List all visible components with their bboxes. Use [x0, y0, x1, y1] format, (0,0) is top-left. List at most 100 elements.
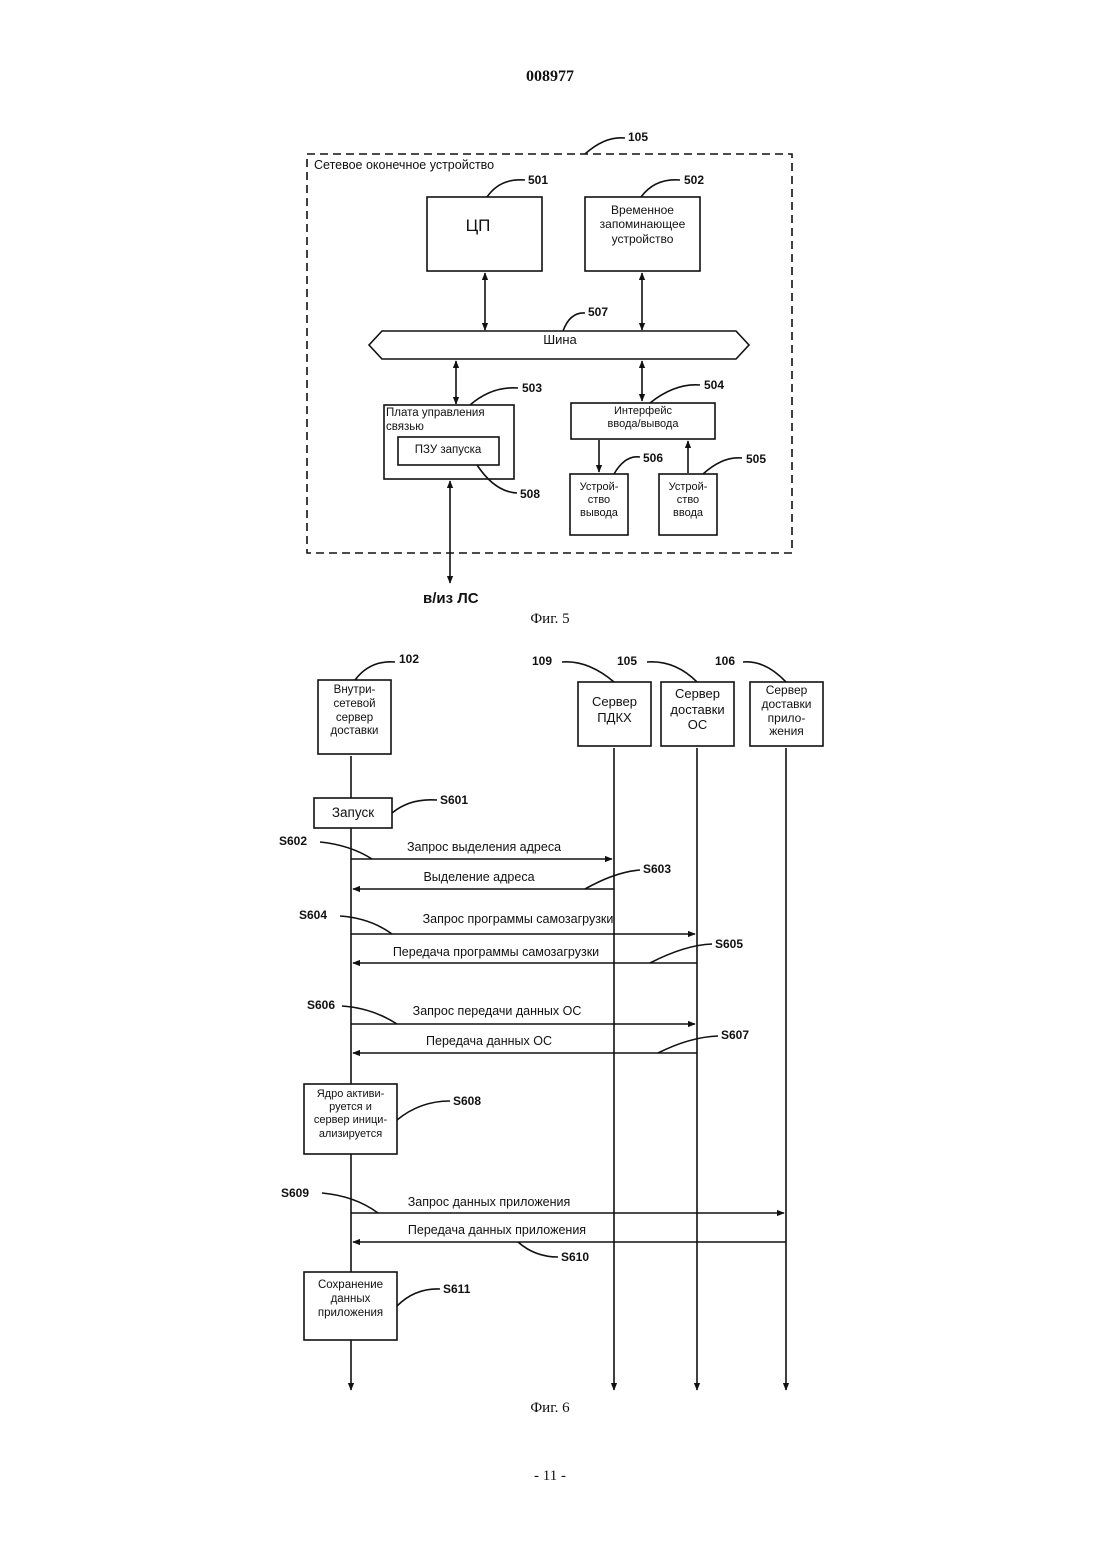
temp-storage-line: запоминающее [585, 217, 700, 231]
output-device-line: вывода [570, 507, 628, 520]
ref-506: 506 [643, 451, 663, 465]
ref-105b: 105 [617, 654, 637, 668]
participant-106-line: прило- [750, 712, 823, 726]
participant-106-line: Сервер [750, 684, 823, 698]
leader-S610 [518, 1242, 558, 1257]
comm-board-label: Плата управления связью [386, 407, 506, 435]
msg-S609-label: Запрос данных приложения [408, 1195, 571, 1209]
leader-505 [703, 458, 742, 474]
ref-S606: S606 [307, 998, 335, 1012]
kernel-line: сервер иници- [304, 1114, 397, 1127]
participant-102-line: Внутри- [318, 684, 391, 698]
ref-S611: S611 [443, 1282, 470, 1296]
participant-102-line: сетевой [318, 698, 391, 712]
output-device-line: Устрой- [570, 481, 628, 494]
ref-S609: S609 [281, 1186, 309, 1200]
temp-storage-label: Временное запоминающее устройство [585, 203, 700, 246]
fig5-caption: Фиг. 5 [530, 611, 569, 628]
leader-105 [585, 138, 625, 154]
terminal-device-container [307, 154, 792, 553]
participant-106-label: Сервер доставки прило- жения [750, 684, 823, 739]
temp-storage-line: устройство [585, 232, 700, 246]
input-device-line: Устрой- [659, 481, 717, 494]
ref-507: 507 [588, 305, 608, 319]
leader-504 [650, 385, 700, 403]
msg-S606-label: Запрос передачи данных ОС [413, 1004, 582, 1018]
leader-109 [562, 662, 614, 682]
ref-102: 102 [399, 652, 419, 666]
ref-503: 503 [522, 381, 542, 395]
ref-504: 504 [704, 378, 724, 392]
participant-109-label: Сервер ПДКХ [578, 694, 651, 725]
comm-board-line: связью [386, 421, 506, 435]
page-number: - 11 - [534, 1468, 566, 1485]
input-device-line: ство [659, 494, 717, 507]
participant-105-line: Сервер [661, 686, 734, 702]
io-interface-line: ввода/вывода [571, 418, 715, 431]
ref-105: 105 [628, 130, 648, 144]
leader-503 [470, 388, 518, 405]
participant-105-label: Сервер доставки ОС [661, 686, 734, 733]
leader-502 [641, 180, 680, 197]
leader-106 [743, 662, 786, 682]
boot-rom-label: ПЗУ запуска [415, 444, 482, 456]
ref-S605: S605 [715, 937, 743, 951]
msg-S605-label: Передача программы самозагрузки [393, 945, 599, 959]
start-label: Запуск [332, 805, 374, 820]
ref-508: 508 [520, 487, 540, 501]
participant-109-line: ПДКХ [578, 710, 651, 726]
leader-S608 [397, 1101, 450, 1120]
kernel-label: Ядро активи- руется и сервер иници- ализ… [304, 1088, 397, 1141]
temp-storage-line: Временное [585, 203, 700, 217]
save-line: приложения [304, 1307, 397, 1321]
ref-505: 505 [746, 452, 766, 466]
save-label: Сохранение данных приложения [304, 1279, 397, 1320]
leader-S609 [322, 1193, 378, 1213]
input-device-label: Устрой- ство ввода [659, 481, 717, 521]
output-device-label: Устрой- ство вывода [570, 481, 628, 521]
participant-102-label: Внутри- сетевой сервер доставки [318, 684, 391, 739]
ref-501: 501 [528, 173, 548, 187]
participant-102-line: сервер [318, 712, 391, 726]
comm-board-line: Плата управления [386, 407, 506, 421]
ref-109: 109 [532, 654, 552, 668]
bus-label: Шина [543, 332, 577, 347]
ref-S607: S607 [721, 1028, 749, 1042]
leader-S603 [585, 870, 640, 889]
output-device-line: ство [570, 494, 628, 507]
participant-105-line: доставки [661, 702, 734, 718]
leader-S604 [340, 916, 392, 934]
leader-S601 [392, 800, 437, 813]
ref-S603: S603 [643, 862, 671, 876]
cpu-label: ЦП [466, 216, 491, 236]
io-interface-line: Интерфейс [571, 405, 715, 418]
leader-507 [563, 313, 585, 331]
leader-S602 [320, 842, 372, 859]
leader-S607 [658, 1036, 718, 1053]
participant-109-line: Сервер [578, 694, 651, 710]
document-number: 008977 [526, 68, 574, 86]
msg-S602-label: Запрос выделения адреса [407, 840, 561, 854]
kernel-line: Ядро активи- [304, 1088, 397, 1101]
leader-S605 [650, 944, 712, 963]
participant-102-line: доставки [318, 725, 391, 739]
fig6-caption: Фиг. 6 [530, 1400, 569, 1417]
msg-S607-label: Передача данных ОС [426, 1034, 552, 1048]
save-line: данных [304, 1293, 397, 1307]
save-line: Сохранение [304, 1279, 397, 1293]
ref-S604: S604 [299, 908, 327, 922]
kernel-line: ализируется [304, 1128, 397, 1141]
ref-S610: S610 [561, 1250, 589, 1264]
leader-105b [647, 662, 697, 682]
ref-S602: S602 [279, 834, 307, 848]
msg-S610-label: Передача данных приложения [408, 1223, 586, 1237]
ref-S601: S601 [440, 793, 468, 807]
leader-506 [614, 457, 640, 474]
input-device-line: ввода [659, 507, 717, 520]
kernel-line: руется и [304, 1101, 397, 1114]
io-interface-label: Интерфейс ввода/вывода [571, 405, 715, 431]
leader-S611 [397, 1289, 440, 1306]
leader-102 [355, 662, 395, 680]
